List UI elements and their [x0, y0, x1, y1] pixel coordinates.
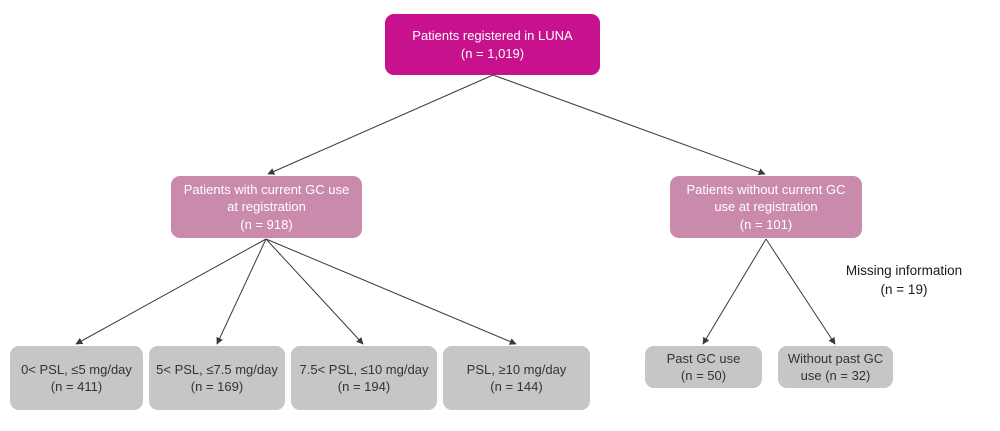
- node-past-gc-use[interactable]: Past GC use (n = 50): [645, 346, 762, 388]
- node-patients-registered[interactable]: Patients registered in LUNA (n = 1,019): [385, 14, 600, 75]
- node-psl-0-5[interactable]: 0< PSL, ≤5 mg/day (n = 411): [10, 346, 143, 410]
- node-line-1: Patients with current GC use: [183, 182, 350, 198]
- node-psl-7p5-10[interactable]: 7.5< PSL, ≤10 mg/day (n = 194): [291, 346, 437, 410]
- edge-without-gc-to-past-gc-use: [702, 238, 767, 345]
- node-line-1: Without past GC: [787, 350, 884, 366]
- note-line-1: Missing information: [845, 263, 963, 278]
- node-line-2: (n = 194): [337, 379, 391, 394]
- node-psl-ge10[interactable]: PSL, ≥10 mg/day (n = 144): [443, 346, 590, 410]
- node-line-2: (n = 411): [50, 379, 103, 394]
- node-line-2: use at registration: [714, 199, 818, 215]
- node-line-3: (n = 101): [739, 216, 793, 232]
- edge-current-gc-to-psl-7p5-10: [265, 238, 364, 345]
- node-line-1: Patients without current GC: [686, 182, 846, 198]
- edge-current-gc-to-psl-0-5: [75, 238, 267, 345]
- edge-root-to-current-gc: [267, 74, 494, 175]
- node-line-2: use (n = 32): [800, 368, 871, 383]
- edge-current-gc-to-psl-ge10: [265, 238, 517, 345]
- node-line-2: (n = 1,019): [460, 45, 525, 61]
- node-line-1: Patients registered in LUNA: [412, 28, 573, 44]
- node-line-1: 7.5< PSL, ≤10 mg/day: [299, 361, 429, 377]
- node-line-2: (n = 144): [490, 379, 543, 394]
- node-line-1: 5< PSL, ≤7.5 mg/day: [156, 361, 278, 377]
- note-missing-information: Missing information (n = 19): [818, 262, 990, 300]
- node-line-1: Past GC use: [666, 350, 741, 366]
- edge-current-gc-to-psl-5-7p5: [216, 238, 267, 345]
- node-line-2: at registration: [227, 199, 306, 215]
- node-line-1: PSL, ≥10 mg/day: [466, 361, 567, 377]
- node-line-2: (n = 169): [190, 379, 244, 394]
- note-line-2: (n = 19): [880, 281, 928, 297]
- node-line-1: 0< PSL, ≤5 mg/day: [21, 361, 132, 377]
- node-without-current-gc-use[interactable]: Patients without current GC use at regis…: [670, 176, 862, 238]
- node-psl-5-7p5[interactable]: 5< PSL, ≤7.5 mg/day (n = 169): [149, 346, 285, 410]
- node-without-past-gc-use[interactable]: Without past GC use (n = 32): [778, 346, 893, 388]
- node-current-gc-use[interactable]: Patients with current GC use at registra…: [171, 176, 362, 238]
- node-line-3: (n = 918): [240, 216, 293, 232]
- edge-root-to-without-current-gc: [492, 74, 766, 176]
- node-line-2: (n = 50): [680, 368, 727, 383]
